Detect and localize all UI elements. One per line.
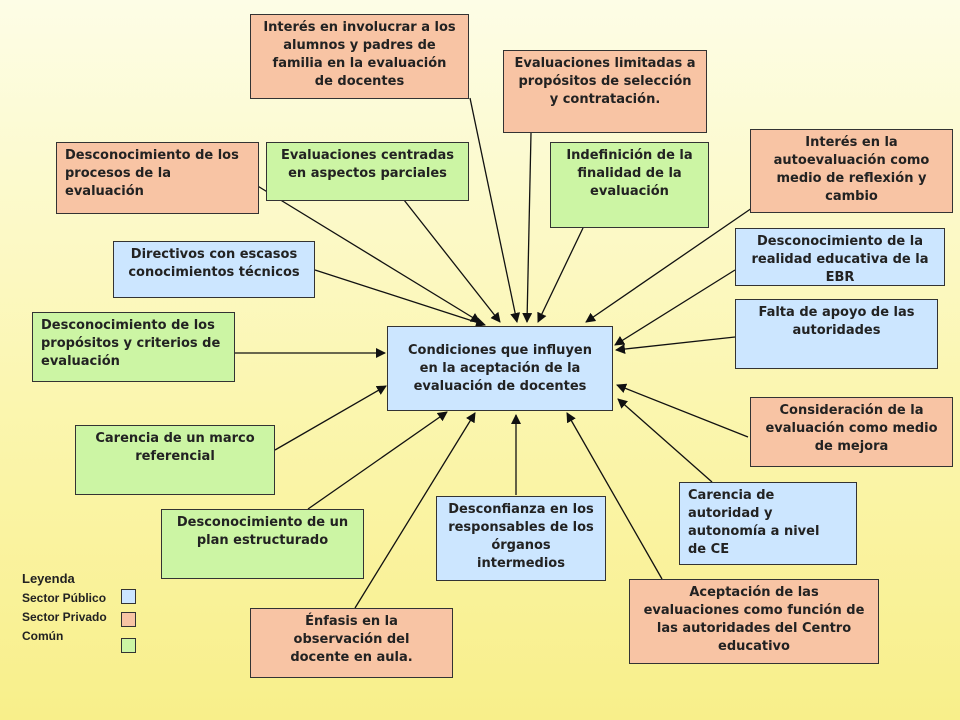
node-desconocimiento-plan: Desconocimiento de un plan estructurado — [161, 509, 364, 579]
node-carencia-autoridad: Carencia de autoridad y autonomía a nive… — [679, 482, 857, 565]
legend-label-privado: Sector Privado — [22, 610, 107, 624]
node-interes-involucrar: Interés en involucrar a los alumnos y pa… — [250, 14, 469, 99]
arrow-aceptacion-evaluaciones — [566, 412, 663, 580]
center-node: Condiciones que influyen en la aceptació… — [387, 326, 613, 411]
node-evaluaciones-centradas: Evaluaciones centradas en aspectos parci… — [266, 142, 469, 201]
arrow-falta-apoyo — [615, 336, 736, 354]
node-enfasis-observacion: Énfasis en la observación del docente en… — [250, 608, 453, 678]
arrow-desconocimiento-plan — [307, 411, 448, 510]
node-falta-apoyo: Falta de apoyo de las autoridades — [735, 299, 938, 369]
arrow-interes-involucrar — [469, 97, 521, 323]
node-desconocimiento-propositos: Desconocimiento de los propósitos y crit… — [32, 312, 235, 382]
arrow-consideracion-mejora — [616, 383, 749, 438]
node-interes-autoevaluacion: Interés en la autoevaluación como medio … — [750, 129, 953, 213]
arrow-carencia-marco — [274, 385, 387, 451]
node-evaluaciones-limitadas: Evaluaciones limitadas a propósitos de s… — [503, 50, 707, 133]
legend-swatch-privado — [121, 612, 136, 627]
node-carencia-marco: Carencia de un marco referencial — [75, 425, 275, 495]
legend-title: Leyenda — [22, 571, 75, 586]
node-desconocimiento-realidad: Desconocimiento de la realidad educativa… — [735, 228, 945, 286]
legend-swatch-comun — [121, 638, 136, 653]
legend-label-publico: Sector Público — [22, 591, 107, 605]
arrow-interes-autoevaluacion — [585, 207, 753, 323]
node-indefinicion-finalidad: Indefinición de la finalidad de la evalu… — [550, 142, 709, 228]
node-aceptacion-evaluaciones: Aceptación de las evaluaciones como func… — [629, 579, 879, 664]
legend-swatch-publico — [121, 589, 136, 604]
arrow-evaluaciones-limitadas — [522, 132, 533, 323]
arrow-evaluaciones-centradas — [403, 199, 501, 323]
node-desconocimiento-procesos: Desconocimiento de los procesos de la ev… — [56, 142, 259, 214]
legend-label-comun: Común — [22, 629, 64, 643]
node-consideracion-mejora: Consideración de la evaluación como medi… — [750, 397, 953, 467]
arrow-directivos-escasos — [314, 269, 486, 327]
arrow-desconocimiento-procesos — [255, 184, 481, 323]
node-directivos-escasos: Directivos con escasos conocimientos téc… — [113, 241, 315, 298]
arrow-indefinicion-finalidad — [537, 227, 584, 323]
arrow-desconocimiento-realidad — [614, 269, 736, 346]
arrow-carencia-autoridad — [617, 398, 713, 483]
arrow-enfasis-observacion — [354, 412, 476, 609]
node-desconfianza-responsables: Desconfianza en los responsables de los … — [436, 496, 606, 581]
